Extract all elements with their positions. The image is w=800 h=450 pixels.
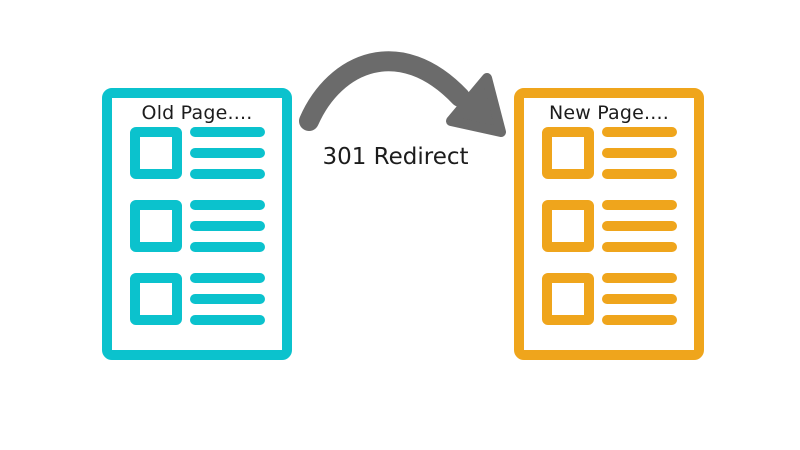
text-line-bar [602, 294, 677, 304]
text-lines [190, 273, 265, 325]
redirect-label: 301 Redirect [322, 144, 469, 170]
text-line-bar [602, 127, 677, 137]
new-page-row-2 [542, 200, 694, 252]
text-line-bar [190, 127, 265, 137]
arrow-curve [299, 51, 470, 131]
text-line-bar [190, 294, 265, 304]
thumbnail-placeholder-icon [130, 200, 182, 252]
text-lines [602, 200, 677, 252]
text-lines [602, 127, 677, 179]
thumbnail-placeholder-icon [542, 200, 594, 252]
thumbnail-placeholder-icon [130, 127, 182, 179]
text-lines [602, 273, 677, 325]
thumbnail-placeholder-icon [542, 273, 594, 325]
text-line-bar [190, 273, 265, 283]
old-page-row-1 [130, 127, 282, 179]
text-lines [190, 200, 265, 252]
text-line-bar [602, 200, 677, 210]
text-line-bar [190, 200, 265, 210]
thumbnail-placeholder-icon [542, 127, 594, 179]
text-line-bar [190, 148, 265, 158]
old-page-row-2 [130, 200, 282, 252]
text-line-bar [190, 169, 265, 179]
old-page-title: Old Page.... [141, 101, 253, 124]
new-page-row-1 [542, 127, 694, 179]
old-page-row-3 [130, 273, 282, 325]
new-page-row-3 [542, 273, 694, 325]
text-line-bar [602, 169, 677, 179]
old-page-card: Old Page.... [102, 88, 292, 360]
text-lines [190, 127, 265, 179]
text-line-bar [602, 315, 677, 325]
new-page-card: New Page.... [514, 88, 704, 360]
text-line-bar [190, 221, 265, 231]
text-line-bar [602, 242, 677, 252]
text-line-bar [602, 148, 677, 158]
arrow-head [446, 73, 506, 137]
text-line-bar [602, 273, 677, 283]
text-line-bar [602, 221, 677, 231]
thumbnail-placeholder-icon [130, 273, 182, 325]
text-line-bar [190, 315, 265, 325]
new-page-title: New Page.... [548, 101, 670, 124]
text-line-bar [190, 242, 265, 252]
